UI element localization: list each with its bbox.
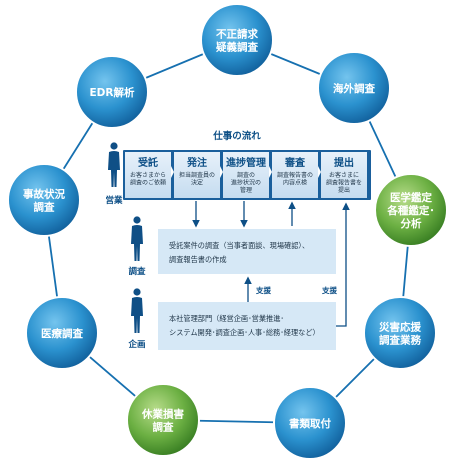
- service-node: 医療調査: [25, 296, 99, 370]
- workflow-step-desc: 決定: [191, 179, 203, 187]
- workflow-step-desc: 内容点検: [283, 179, 307, 187]
- sales-person-icon: [108, 142, 120, 187]
- service-node-circle: [75, 55, 149, 129]
- investigation-panel: [158, 229, 336, 274]
- workflow-step-desc: 進捗状況の: [231, 179, 261, 187]
- service-node-label: 調査業務: [379, 334, 421, 347]
- service-node-label: 医学鑑定: [390, 191, 432, 204]
- workflow-step-box: [272, 152, 318, 198]
- service-node: EDR解析: [75, 55, 149, 129]
- workflow-step-title: 受託: [138, 156, 158, 169]
- service-node-circle: [374, 173, 448, 247]
- service-node-label: 不正請求: [216, 28, 258, 41]
- support-label-inner: 支援: [255, 285, 271, 295]
- investigation-text-2: 調査報告書の作成: [169, 255, 227, 264]
- workflow-step-title: 進捗管理: [226, 156, 266, 169]
- service-node-label: 医療調査: [41, 327, 83, 340]
- flow-title: 仕事の流れ: [212, 130, 261, 142]
- service-node-label: 災害応援: [379, 321, 421, 334]
- service-node-label: 調査: [34, 201, 55, 214]
- role-investigation: 調査: [128, 266, 146, 277]
- support-arrow-outer: [336, 202, 350, 327]
- service-node-circle: [317, 51, 391, 125]
- planner-person-icon: [131, 288, 143, 333]
- service-node-label: 休業損害: [141, 408, 184, 421]
- workflow-step-box: [125, 152, 171, 198]
- workflow-step-desc: 提出: [338, 186, 350, 194]
- support-label-outer: 支援: [321, 285, 337, 295]
- workflow-step-desc: 調査のご依頼: [130, 179, 166, 187]
- step-chevron-icon: [318, 166, 321, 178]
- workflow-step-desc: 調査報告書の: [277, 171, 313, 179]
- workflow-step-desc: 調査の: [237, 171, 255, 179]
- workflow-step-title: 提出: [334, 156, 354, 169]
- service-node-circle: [126, 383, 200, 457]
- workflow-steps: 受託お客さまから調査のご依頼発注担当調査員の決定進捗管理調査の進捗状況の管理審査…: [125, 152, 367, 198]
- workflow-step-box: [174, 152, 220, 198]
- service-node-label: 海外調査: [333, 82, 375, 95]
- workflow-step-desc: 調査報告書を: [326, 179, 362, 187]
- service-node-label: 各種鑑定･: [386, 204, 434, 217]
- service-node-label: 書類取付: [289, 417, 331, 430]
- service-node-circle: [25, 296, 99, 370]
- service-node-circle: [273, 386, 347, 460]
- step-chevron-icon: [269, 166, 272, 178]
- workflow-step-title: 発注: [186, 156, 207, 169]
- service-node: 書類取付: [273, 386, 347, 460]
- planning-panel: [158, 302, 336, 350]
- step-chevron-icon: [171, 166, 174, 178]
- service-node: 海外調査: [317, 51, 391, 125]
- service-ring: [43, 39, 412, 424]
- workflow-step-title: 審査: [284, 156, 306, 169]
- workflow-step-box: [223, 152, 269, 198]
- service-node-label: 事故状況: [23, 188, 65, 201]
- step-chevron-icon: [220, 166, 223, 178]
- workflow-step-desc: 担当調査員の: [179, 171, 215, 179]
- role-sales: 営業: [105, 195, 123, 206]
- service-node-label: 疑義調査: [216, 41, 258, 54]
- investigation-text-1: 受託案件の調査（当事者面談、現場確認）、: [169, 241, 309, 250]
- investigator-person-icon: [131, 216, 143, 261]
- service-node-label: 分析: [401, 217, 422, 230]
- role-planning: 企画: [127, 339, 145, 350]
- workflow-step-desc: お客さまから: [130, 171, 166, 179]
- planning-text-2: システム開発･調査企画･人事･総務･経理など）: [169, 328, 320, 337]
- service-node-circle: [200, 3, 274, 77]
- workflow-step-desc: 管理: [240, 186, 252, 194]
- service-node-circle: [363, 296, 437, 370]
- workflow-step-desc: お客さまに: [329, 171, 359, 179]
- service-node-label: 調査: [153, 421, 174, 434]
- service-node-circle: [7, 163, 81, 237]
- service-nodes: 不正請求疑義調査海外調査医学鑑定各種鑑定･分析災害応援調査業務書類取付休業損害調…: [7, 3, 448, 460]
- workflow-step-box: [321, 152, 367, 198]
- service-node-label: EDR解析: [90, 86, 135, 99]
- planning-text-1: 本社管理部門（経営企画･営業推進･: [169, 314, 284, 323]
